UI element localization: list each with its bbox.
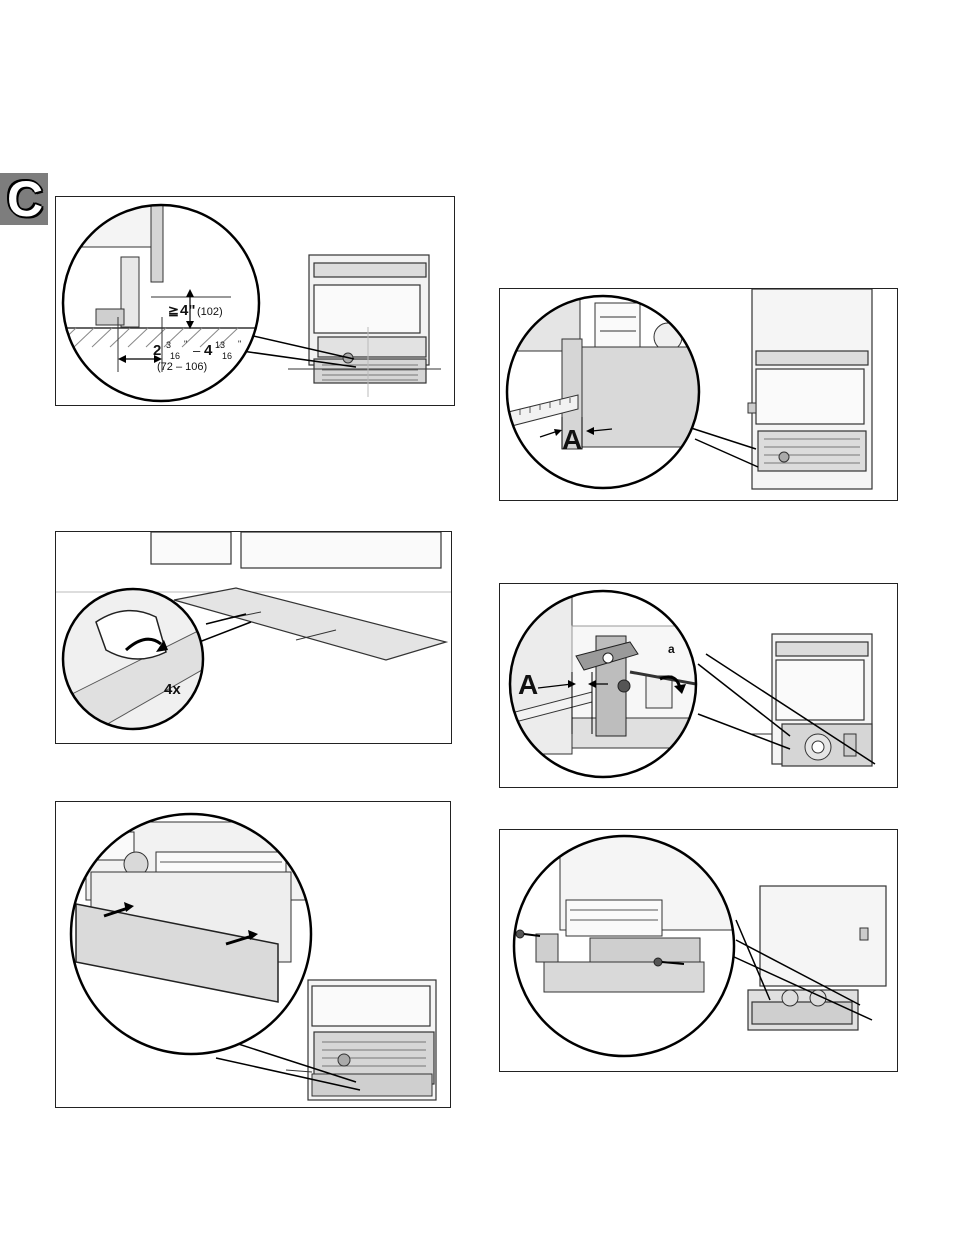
width-from-frac-num: 3 bbox=[166, 340, 171, 350]
section-tab: C bbox=[0, 173, 48, 225]
width-to-whole: 4 bbox=[204, 342, 213, 359]
part-label: a bbox=[668, 642, 675, 656]
measure-dimension-illustration: A bbox=[500, 289, 897, 500]
min-symbol: ≧ bbox=[168, 303, 179, 318]
bracket-adjustment-illustration: A a bbox=[500, 584, 897, 787]
height-value: 4" bbox=[180, 302, 195, 319]
section-tab-letter: C bbox=[3, 173, 47, 225]
figure-floor-protection: 4x bbox=[55, 531, 452, 744]
screw-toe-kick-illustration bbox=[500, 830, 897, 1071]
toe-kick-clearance-illustration: ≧ 4" (102) 2 3 16 " – 4 13 16 " (72 – 10… bbox=[56, 197, 454, 405]
figure-bracket-adjustment: A a bbox=[499, 583, 898, 788]
count-label: 4x bbox=[164, 681, 181, 698]
height-metric: (102) bbox=[197, 306, 223, 318]
width-to-inch: " bbox=[238, 339, 241, 349]
attach-toe-kick-illustration bbox=[56, 802, 450, 1107]
dimension-label: A bbox=[518, 669, 538, 700]
width-to-frac-num: 13 bbox=[215, 340, 225, 350]
figure-attach-toe-kick bbox=[55, 801, 451, 1108]
width-from-frac-den: 16 bbox=[170, 351, 180, 361]
dimension-label: A bbox=[562, 424, 582, 455]
width-metric: (72 – 106) bbox=[157, 361, 207, 373]
figure-toe-kick-clearance: ≧ 4" (102) 2 3 16 " – 4 13 16 " (72 – 10… bbox=[55, 196, 455, 406]
width-from-whole: 2 bbox=[153, 342, 161, 359]
width-to-frac-den: 16 bbox=[222, 351, 232, 361]
floor-protection-illustration: 4x bbox=[56, 532, 451, 743]
width-from-inch: " bbox=[184, 339, 187, 349]
figure-measure-dimension: A bbox=[499, 288, 898, 501]
width-dash: – bbox=[193, 343, 201, 358]
figure-screw-toe-kick bbox=[499, 829, 898, 1072]
